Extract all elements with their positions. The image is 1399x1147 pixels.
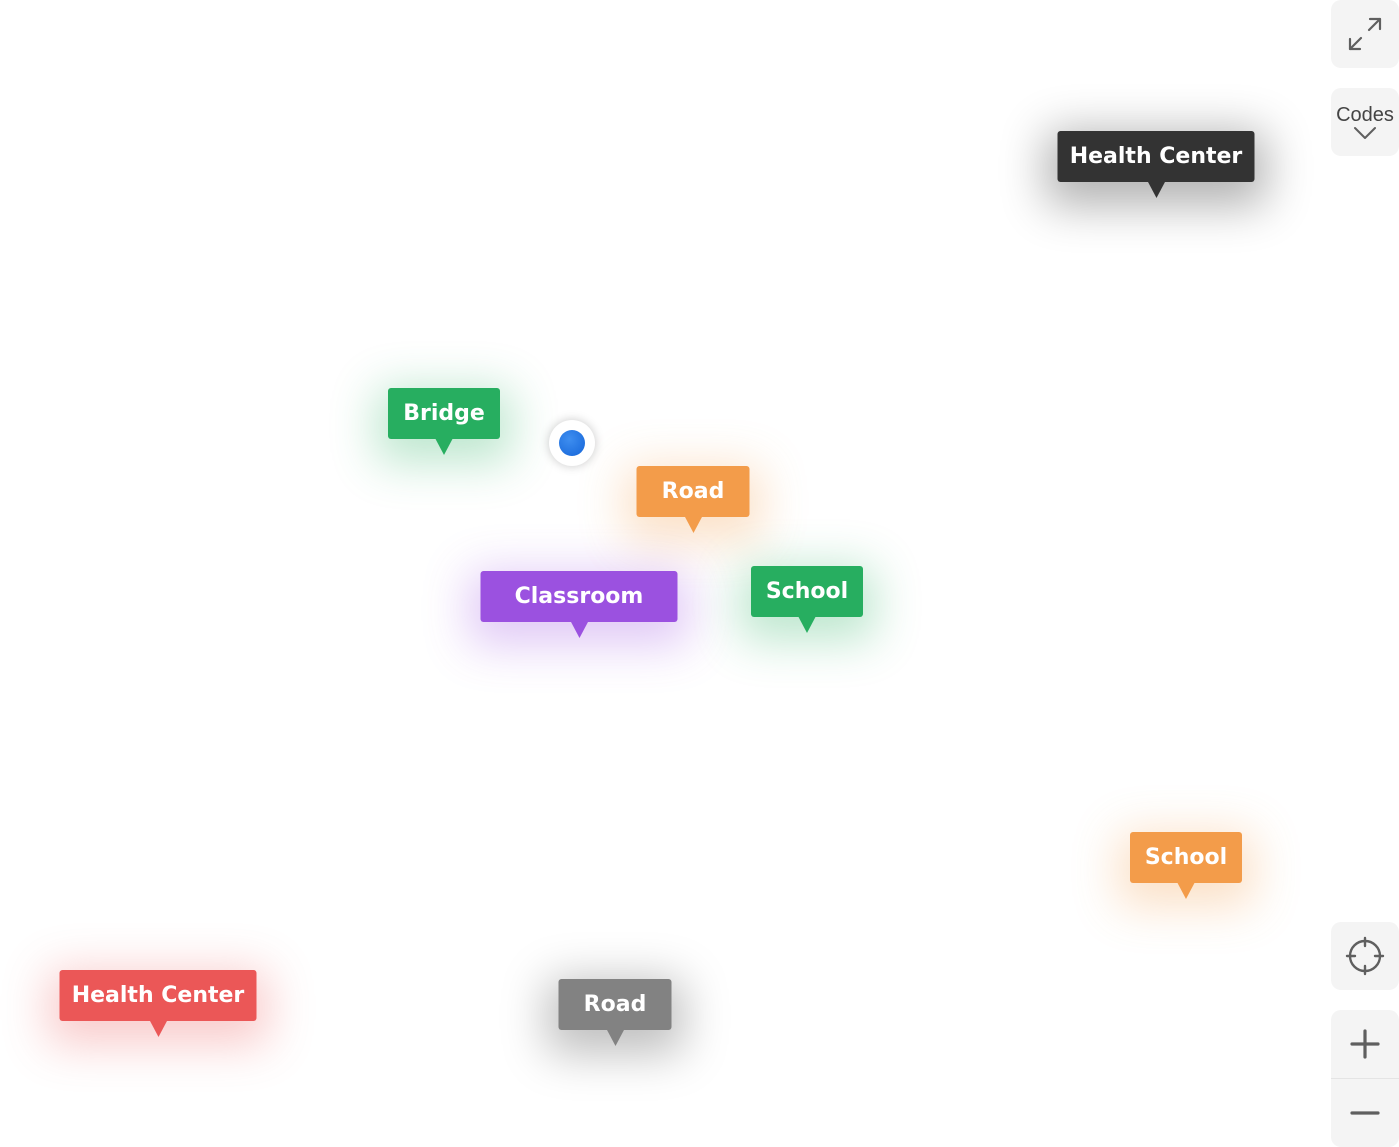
marker-pointer: [570, 621, 588, 638]
marker-label: Bridge: [403, 401, 485, 426]
fullscreen-button[interactable]: [1331, 0, 1399, 68]
zoom-control: [1331, 1010, 1399, 1147]
marker-pointer: [1177, 882, 1195, 899]
expand-icon: [1348, 17, 1382, 51]
marker-health-center[interactable]: Health Center: [59, 970, 257, 1037]
marker-health-center[interactable]: Health Center: [1057, 131, 1255, 198]
marker-pointer: [435, 438, 453, 455]
marker-label: Health Center: [1069, 144, 1243, 169]
zoom-in-button[interactable]: [1331, 1010, 1399, 1079]
marker-label: Health Center: [71, 983, 245, 1008]
minus-icon: [1350, 1111, 1380, 1115]
marker-pointer: [684, 516, 702, 533]
marker-pointer: [149, 1020, 167, 1037]
codes-label: Codes: [1336, 104, 1394, 126]
marker-school[interactable]: School: [751, 566, 863, 633]
marker-pointer: [606, 1029, 624, 1046]
locate-button[interactable]: [1331, 922, 1399, 990]
codes-control: Codes: [1331, 88, 1399, 156]
crosshair-icon: [1345, 936, 1385, 976]
locate-control: [1331, 922, 1399, 990]
marker-label: School: [765, 579, 849, 604]
zoom-out-button[interactable]: [1331, 1079, 1399, 1147]
plus-icon: [1350, 1029, 1380, 1059]
marker-pointer: [1147, 181, 1165, 198]
marker-classroom[interactable]: Classroom: [480, 571, 678, 638]
marker-pointer: [798, 616, 816, 633]
marker-label: School: [1144, 845, 1228, 870]
marker-school[interactable]: School: [1130, 832, 1242, 899]
marker-bridge[interactable]: Bridge: [388, 388, 500, 455]
location-dot-icon: [549, 420, 595, 466]
marker-road[interactable]: Road: [636, 466, 750, 533]
chevron-down-icon: [1354, 127, 1376, 139]
codes-dropdown[interactable]: Codes: [1331, 88, 1399, 156]
fullscreen-control: [1331, 0, 1399, 68]
marker-label: Road: [583, 992, 647, 1017]
marker-label: Road: [661, 479, 725, 504]
marker-road[interactable]: Road: [558, 979, 672, 1046]
marker-label: Classroom: [514, 584, 644, 609]
location-dot-core: [559, 430, 585, 456]
